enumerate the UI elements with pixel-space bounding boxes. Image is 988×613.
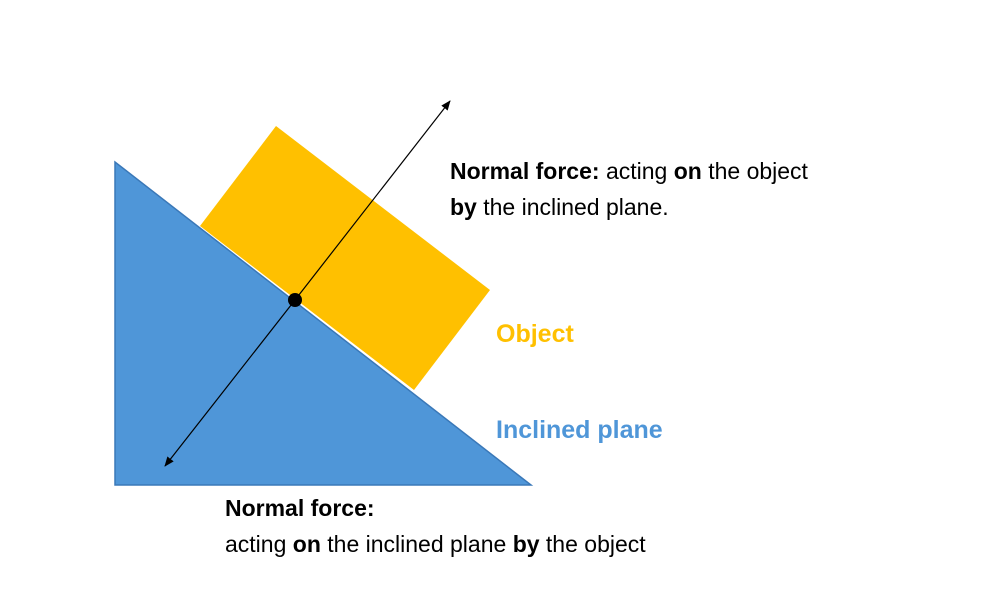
normal-force-on-plane-line-1: Normal force: [225,490,646,526]
object-block [200,126,490,390]
normal-force-on-object-text: Normal force: acting on the object by th… [450,153,808,225]
normal-force-arrow-on-object [294,100,451,301]
emphasis-on: on [673,158,702,184]
inclined-plane-label: Inclined plane [496,416,663,444]
normal-force-on-plane-line-2: acting on the inclined plane by the obje… [225,526,646,562]
normal-force-on-object-line-1: Normal force: acting on the object [450,153,808,189]
emphasis-on: on [292,531,321,557]
text-segment: acting [225,531,287,557]
text-segment: the inclined plane [327,531,507,557]
normal-force-on-object-title: Normal force: [450,158,600,184]
normal-force-on-plane-title: Normal force: [225,495,375,521]
normal-force-on-plane-text: Normal force: acting on the inclined pla… [225,490,646,562]
emphasis-by: by [450,194,477,220]
text-segment: the object [708,158,808,184]
text-segment: the object [545,531,646,557]
object-label: Object [496,320,574,348]
normal-force-on-object-line-2: by the inclined plane. [450,189,808,225]
contact-point [288,293,302,307]
normal-force-arrow-on-plane [164,299,296,467]
text-segment: acting [605,158,668,184]
inclined-plane-triangle [114,160,534,486]
emphasis-by: by [512,531,540,557]
text-segment: the inclined plane. [483,194,669,220]
